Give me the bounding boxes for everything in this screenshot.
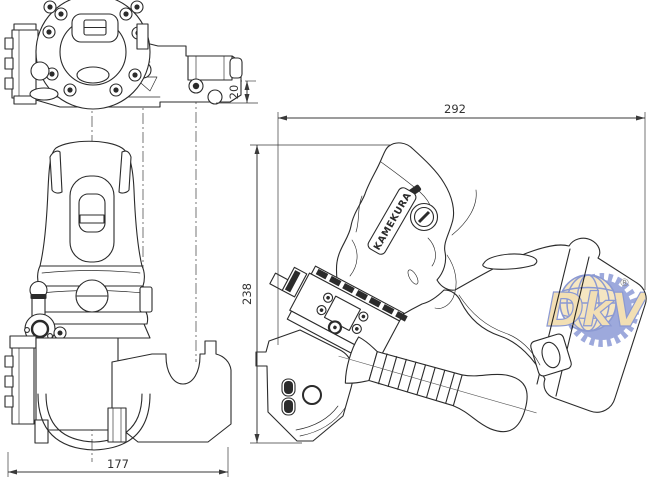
front-view bbox=[4, 140, 232, 451]
trigger-block-top bbox=[187, 55, 233, 81]
globe-icon bbox=[559, 274, 617, 332]
motor-housing bbox=[349, 161, 477, 309]
dkv-logo-watermark: DkV ® bbox=[545, 273, 645, 347]
head-plate bbox=[111, 340, 232, 443]
registered-trademark-symbol: ® bbox=[619, 276, 630, 289]
cutter-head-front bbox=[4, 335, 232, 451]
dimension-292-label: 292 bbox=[444, 102, 466, 116]
dimension-238: 238 bbox=[240, 144, 390, 444]
dkv-logo-text: DkV bbox=[546, 283, 645, 337]
top-view bbox=[4, 0, 243, 110]
side-view: KAMEKURA bbox=[255, 142, 647, 442]
bolted-flange-top bbox=[29, 0, 151, 110]
dimension-177-label: 177 bbox=[107, 457, 129, 471]
dimension-292: 292 bbox=[277, 102, 646, 345]
dimension-20-label: 20 bbox=[227, 85, 241, 100]
lower-head-plate bbox=[255, 329, 354, 442]
dimension-177: 177 bbox=[7, 447, 229, 477]
dimension-20: 20 bbox=[216, 81, 258, 104]
dimension-238-label: 238 bbox=[240, 283, 254, 305]
handle-cutout bbox=[482, 253, 538, 270]
ribbed-grip bbox=[338, 336, 537, 433]
